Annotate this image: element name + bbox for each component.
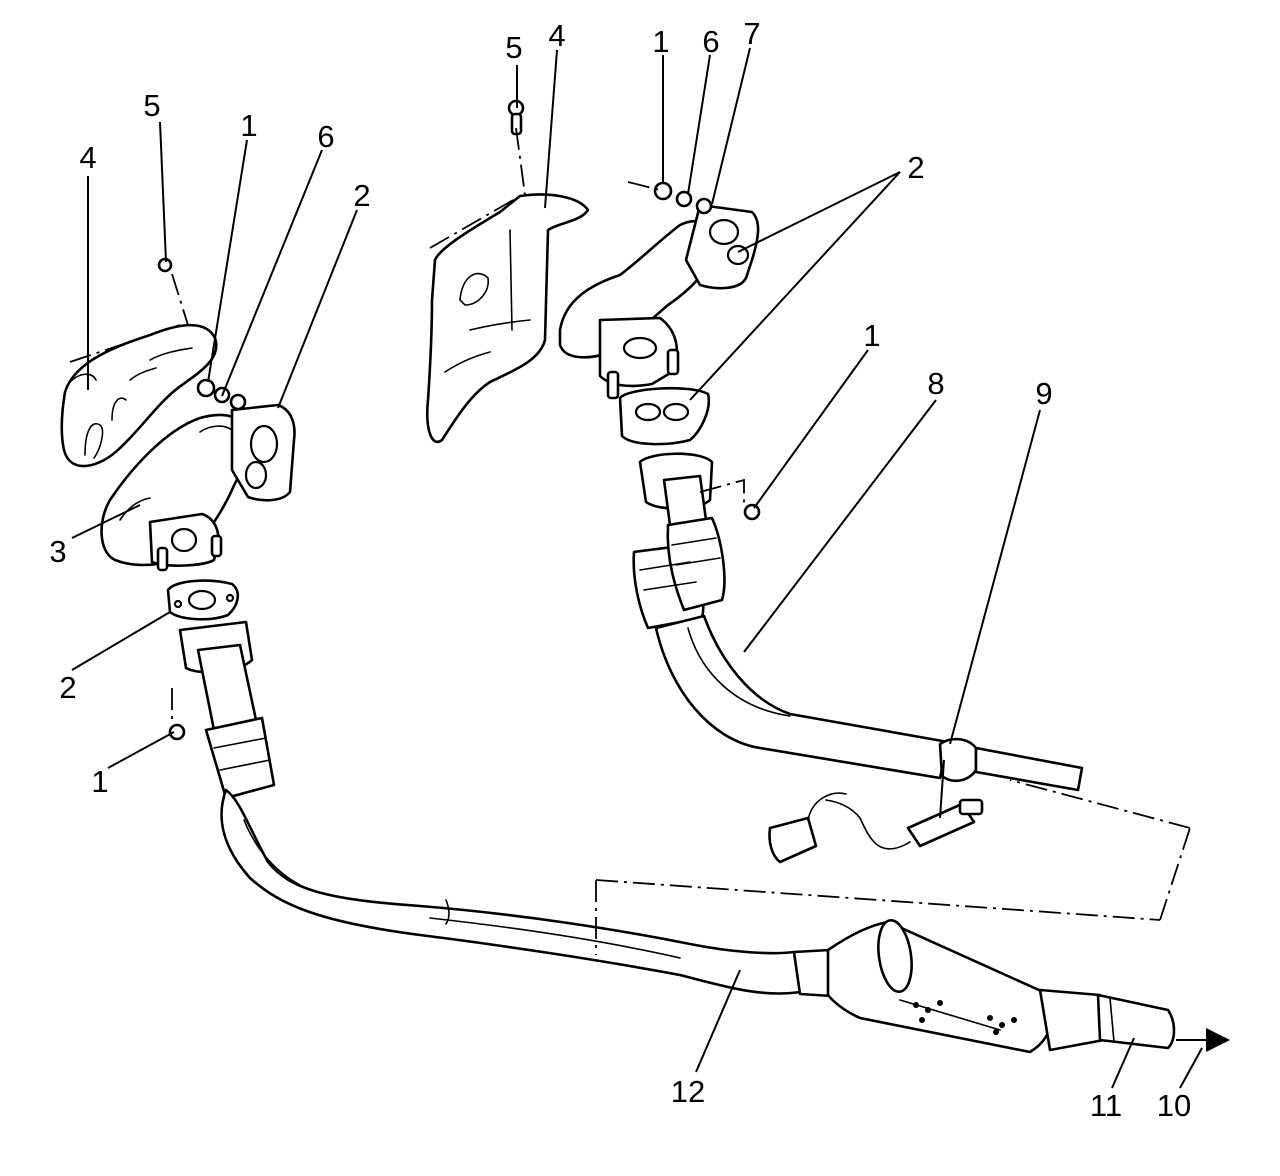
callout-right-9: 9 <box>1035 376 1052 411</box>
callout-bottom-10: 10 <box>1157 1088 1191 1123</box>
leader-lines <box>71 47 1203 1089</box>
callout-left-1-bottom: 1 <box>91 764 108 799</box>
callout-left-1-top: 1 <box>240 108 257 143</box>
intermediate-pipe <box>220 788 802 995</box>
right-heat-shield <box>426 193 590 444</box>
callout-right-4: 4 <box>548 18 565 53</box>
left-gasket-lower <box>166 579 240 621</box>
callout-left-4: 4 <box>79 140 96 175</box>
exhaust-flow-arrow <box>1176 1028 1230 1052</box>
callout-left-5: 5 <box>143 88 160 123</box>
callout-bottom-11: 11 <box>1090 1088 1122 1123</box>
right-exhaust-manifold <box>507 99 760 388</box>
right-gasket <box>606 348 711 446</box>
callout-left-6: 6 <box>317 119 334 154</box>
left-heat-shield <box>60 323 218 468</box>
callout-left-2-top: 2 <box>353 178 370 213</box>
callout-left-2-bottom: 2 <box>59 670 76 705</box>
callout-labels: 4 5 1 6 2 3 2 1 5 4 1 6 7 2 1 8 9 12 11 … <box>49 16 1191 1123</box>
callout-right-1-mid: 1 <box>863 318 880 353</box>
callout-right-8: 8 <box>927 366 944 401</box>
callout-right-1-top: 1 <box>652 24 669 59</box>
callout-right-7: 7 <box>743 16 760 51</box>
callout-right-2: 2 <box>907 150 924 185</box>
catalytic-converter <box>792 918 1176 1054</box>
callout-right-6: 6 <box>702 24 719 59</box>
callout-right-5: 5 <box>505 30 522 65</box>
left-exhaust-manifold <box>100 403 296 572</box>
right-front-pipe <box>632 452 1084 792</box>
oxygen-sensor <box>768 792 984 864</box>
left-front-pipe <box>168 620 276 800</box>
callout-bottom-12: 12 <box>671 1074 705 1109</box>
callout-left-3: 3 <box>49 534 66 569</box>
